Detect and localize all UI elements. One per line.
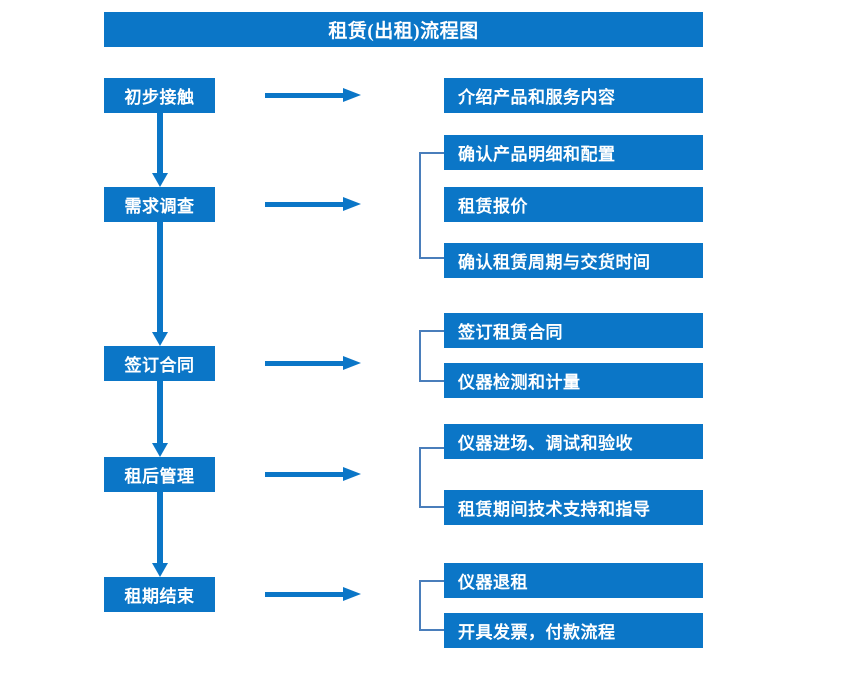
arrow-head: [152, 332, 168, 346]
arrow-shaft: [157, 492, 163, 563]
arrow-head: [152, 563, 168, 577]
detail-box-instrument-return[interactable]: 仪器退租: [444, 563, 703, 598]
arrow-shaft: [265, 202, 345, 207]
arrow-post-rental-to-end-icon: [152, 492, 168, 577]
detail-box-invoice-payment[interactable]: 开具发票，付款流程: [444, 613, 703, 648]
arrow-head: [343, 467, 361, 481]
arrow-shaft: [265, 361, 345, 366]
arrow-requirements-to-contract-icon: [152, 222, 168, 346]
arrow-head: [152, 173, 168, 187]
arrow-shaft: [265, 93, 345, 98]
stage-box-post-rental-mgmt[interactable]: 租后管理: [104, 457, 215, 492]
arrow-shaft: [157, 113, 163, 173]
stage-box-initial-contact[interactable]: 初步接触: [104, 78, 215, 113]
arrow-to-post-rental-icon: [265, 467, 361, 481]
detail-box-confirm-spec[interactable]: 确认产品明细和配置: [444, 135, 703, 170]
bracket-end-group: [419, 580, 444, 631]
bracket-requirements-group: [419, 152, 444, 259]
detail-box-technical-support[interactable]: 租赁期间技术支持和指导: [444, 490, 703, 525]
detail-box-rental-quote[interactable]: 租赁报价: [444, 187, 703, 222]
detail-box-introduce-products[interactable]: 介绍产品和服务内容: [444, 78, 703, 113]
bracket-post-rental-group: [419, 447, 444, 508]
stage-box-sign-contract[interactable]: 签订合同: [104, 346, 215, 381]
arrow-shaft: [157, 222, 163, 332]
stage-box-rental-end[interactable]: 租期结束: [104, 577, 215, 612]
arrow-to-intro-icon: [265, 88, 361, 102]
stage-box-needs-survey[interactable]: 需求调查: [104, 187, 215, 222]
arrow-contact-to-requirements-icon: [152, 113, 168, 187]
arrow-shaft: [265, 472, 345, 477]
arrow-shaft: [265, 592, 345, 597]
arrow-to-contract-icon: [265, 356, 361, 370]
arrow-head: [343, 88, 361, 102]
detail-box-sign-rental-contract[interactable]: 签订租赁合同: [444, 313, 703, 348]
detail-box-confirm-period[interactable]: 确认租赁周期与交货时间: [444, 243, 703, 278]
detail-box-instrument-test[interactable]: 仪器检测和计量: [444, 363, 703, 398]
arrow-to-end-icon: [265, 587, 361, 601]
arrow-head: [343, 587, 361, 601]
arrow-shaft: [157, 381, 163, 443]
arrow-contract-to-post-rental-icon: [152, 381, 168, 457]
bracket-contract-group: [419, 330, 444, 382]
arrow-head: [152, 443, 168, 457]
arrow-to-requirements-icon: [265, 197, 361, 211]
page-title: 租赁(出租)流程图: [104, 12, 703, 47]
detail-box-instrument-arrival[interactable]: 仪器进场、调试和验收: [444, 424, 703, 459]
arrow-head: [343, 197, 361, 211]
arrow-head: [343, 356, 361, 370]
